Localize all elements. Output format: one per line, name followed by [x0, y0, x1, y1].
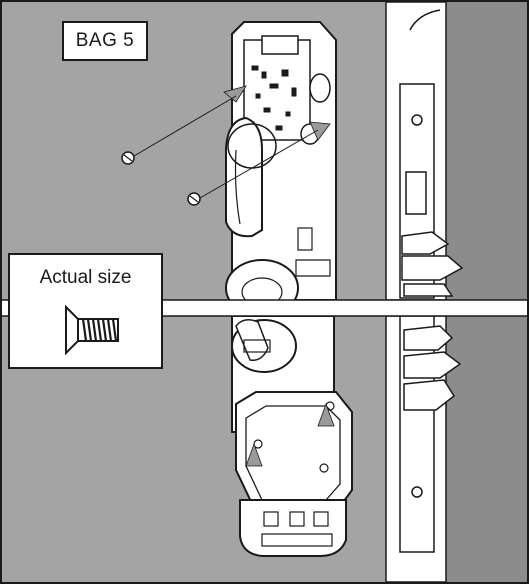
door-edge-top	[446, 2, 527, 300]
guide-line-upper	[133, 95, 237, 157]
faceplate-screw-icon	[411, 114, 423, 126]
auxiliary-latch	[401, 255, 464, 281]
screw-icon-lower	[187, 192, 201, 206]
screw-icon	[121, 151, 135, 165]
deadbolt-opening	[405, 171, 427, 215]
arrow-icon	[223, 85, 247, 103]
latch-bolt	[401, 231, 450, 255]
arrow-up-icon	[245, 442, 263, 467]
connector-block	[261, 35, 299, 55]
mounting-hole-top	[309, 73, 331, 103]
circuit-components	[249, 65, 297, 131]
actual-size-title: Actual size	[39, 267, 132, 288]
flat-head-screw-icon	[65, 305, 119, 355]
keypad-base	[239, 499, 347, 557]
arrow-icon-right	[309, 121, 331, 141]
lever-handle	[225, 116, 263, 238]
bag-number-label: BAG 5	[62, 21, 148, 61]
mortise-faceplate-bottom	[399, 315, 435, 553]
actual-size-callout: Actual size	[8, 253, 163, 369]
guide-line-lower	[199, 129, 319, 199]
arrow-up-icon-right	[317, 402, 335, 427]
faceplate-screw-icon-bottom	[411, 486, 423, 498]
door-edge-bottom	[446, 316, 527, 582]
